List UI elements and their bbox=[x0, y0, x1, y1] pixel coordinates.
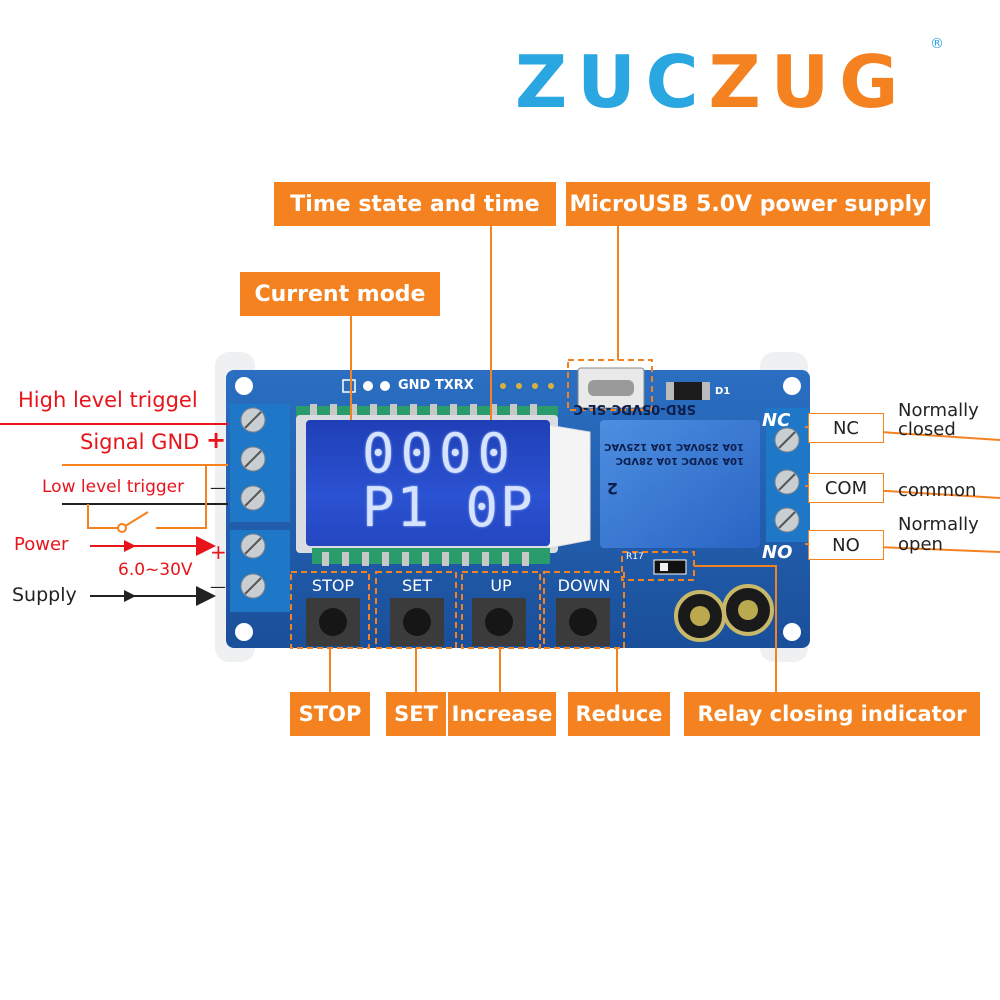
button-up-pcb-label: UP bbox=[490, 576, 512, 595]
down-button[interactable] bbox=[556, 598, 610, 646]
r17-label: R17 bbox=[626, 552, 644, 562]
buttons-group bbox=[306, 598, 610, 646]
supply-label: Supply bbox=[12, 584, 77, 606]
relay-model: SRD-05VDC-SL-C bbox=[573, 401, 696, 416]
lcd-mode-readout: P1 0P bbox=[362, 476, 535, 539]
up-button[interactable] bbox=[472, 598, 526, 646]
voltage-label: 6.0~30V bbox=[118, 560, 193, 580]
callout-time-state: Time state and time bbox=[274, 182, 556, 226]
usb-highlight bbox=[567, 359, 653, 411]
brand-wordmark: ZUCZUG bbox=[515, 42, 908, 122]
brand-part-2: ZUG bbox=[708, 40, 909, 124]
signal-gnd-label: Signal GND bbox=[80, 430, 200, 454]
no-pcb-mark: NO bbox=[762, 542, 793, 563]
high-level-trigger-label: High level triggel bbox=[18, 388, 198, 412]
callout-increase: Increase bbox=[448, 692, 556, 736]
callout-current-mode: Current mode bbox=[240, 272, 440, 316]
low-level-trigger-label: Low level trigger bbox=[42, 477, 185, 497]
set-button[interactable] bbox=[390, 598, 444, 646]
power-minus-mark: — bbox=[210, 577, 226, 596]
power-label: Power bbox=[14, 534, 69, 555]
d1-label: D1 bbox=[715, 386, 731, 397]
com-terminal-box: COM bbox=[808, 473, 884, 503]
nc-terminal-box: NC bbox=[808, 413, 884, 443]
button-set-pcb-label: SET bbox=[401, 576, 433, 595]
button-down-pcb-label: DOWN bbox=[557, 576, 611, 595]
stop-button[interactable] bbox=[306, 598, 360, 646]
lcd-screen bbox=[306, 420, 550, 546]
signal-plus-mark: + bbox=[206, 426, 227, 454]
brand-logo: ZUCZUG bbox=[515, 42, 955, 122]
lcd-time-readout: 0000 bbox=[362, 422, 517, 485]
com-desc: common bbox=[898, 480, 977, 501]
gnd-txrx-label: GND TXRX bbox=[398, 378, 474, 393]
nc-pcb-mark: NC bbox=[762, 410, 791, 431]
no-terminal-box: NO bbox=[808, 530, 884, 560]
callout-stop: STOP bbox=[290, 692, 370, 736]
callout-set: SET bbox=[386, 692, 446, 736]
callout-reduce: Reduce bbox=[568, 692, 670, 736]
no-desc-1: Normally bbox=[898, 514, 979, 535]
down-highlight bbox=[543, 571, 625, 649]
brand-part-1: ZUC bbox=[515, 40, 709, 124]
callout-relay-indicator: Relay closing indicator bbox=[684, 692, 980, 736]
relay-number: 2 bbox=[606, 479, 618, 498]
button-stop-pcb-label: STOP bbox=[311, 576, 355, 595]
relay-spec-1: 10A 250VAC 10A 125VAC bbox=[604, 441, 744, 452]
relay-spec-2: 10A 30VDC 10A 28VDC bbox=[615, 455, 744, 466]
signal-minus-mark: — bbox=[210, 478, 226, 497]
nc-desc-1: Normally bbox=[898, 400, 979, 421]
no-desc-2: open bbox=[898, 534, 943, 555]
registered-mark: ® bbox=[930, 36, 944, 52]
nc-desc-2: closed bbox=[898, 419, 956, 440]
relay bbox=[600, 420, 760, 548]
callout-microusb: MicroUSB 5.0V power supply bbox=[566, 182, 930, 226]
power-plus-mark: + bbox=[210, 540, 227, 564]
